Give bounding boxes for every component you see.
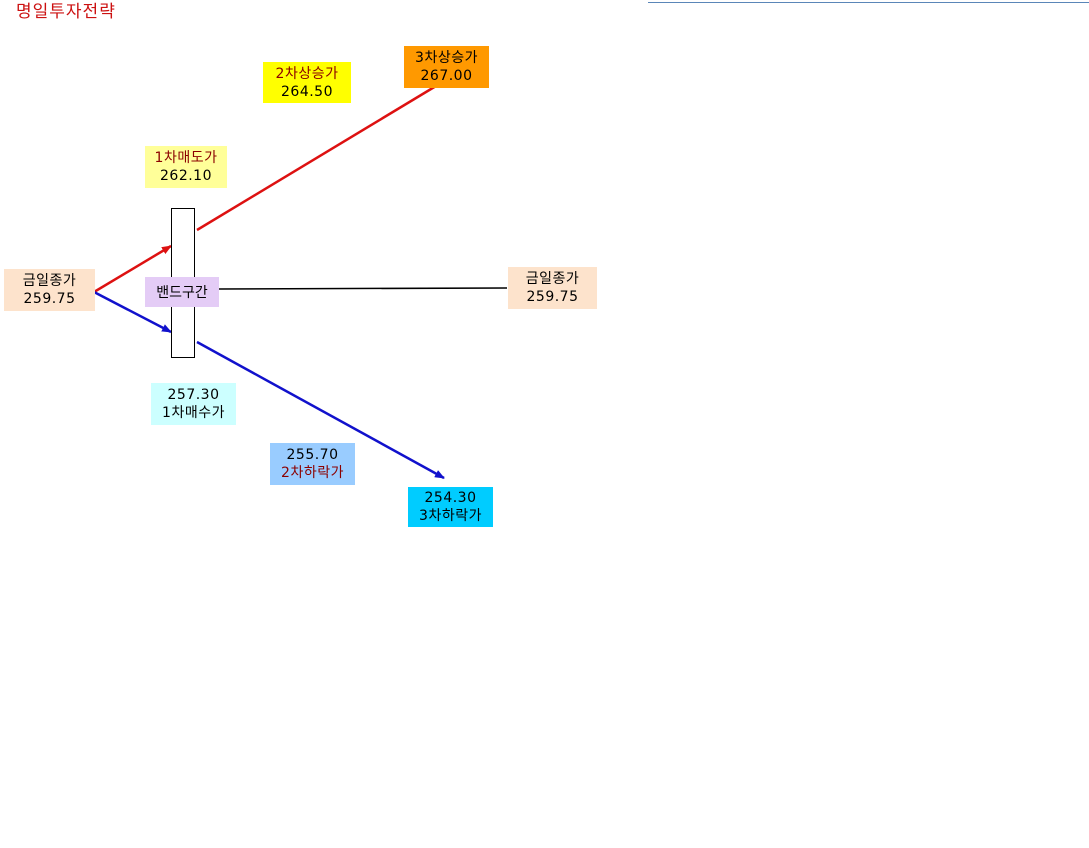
fall-trend-arrow: [196, 340, 445, 480]
band-label: 밴드구간: [145, 277, 219, 307]
buy1-label: 1차매수가: [162, 405, 225, 421]
fall3-value: 254.30: [424, 490, 477, 506]
fall3-label: 3차하락가: [419, 508, 482, 524]
rise3-value: 267.00: [420, 68, 473, 84]
close-left-box: 금일종가 259.75: [4, 269, 95, 311]
sell1-label: 1차매도가: [154, 150, 218, 166]
rise2-value: 264.50: [281, 83, 333, 100]
sell1-value: 262.10: [160, 168, 212, 184]
fall2-label: 2차하락가: [281, 465, 344, 481]
page-title: 명일투자전략: [16, 2, 116, 22]
rise2-label: 2차상승가: [275, 65, 339, 82]
rise3-box: 3차상승가 267.00: [404, 46, 489, 88]
rise2-box: 2차상승가 264.50: [263, 62, 351, 103]
header-divider: [648, 2, 1089, 3]
close-left-value: 259.75: [23, 291, 76, 307]
fall2-value: 255.70: [286, 447, 339, 463]
fall3-box: 254.30 3차하락가: [408, 487, 493, 527]
buy1-value: 257.30: [167, 387, 220, 403]
down-arrow-to-band: [93, 290, 172, 334]
rise3-label: 3차상승가: [415, 50, 478, 66]
sell1-box: 1차매도가 262.10: [145, 146, 227, 188]
close-right-value: 259.75: [526, 289, 579, 305]
fall2-box: 255.70 2차하락가: [270, 443, 355, 485]
up-arrow-to-band: [93, 244, 172, 294]
close-right-label: 금일종가: [525, 271, 580, 287]
rise-trend-line: [196, 84, 437, 232]
flat-close-line: [218, 287, 508, 290]
close-left-label: 금일종가: [22, 273, 77, 289]
close-right-box: 금일종가 259.75: [508, 267, 597, 309]
buy1-box: 257.30 1차매수가: [151, 383, 236, 425]
